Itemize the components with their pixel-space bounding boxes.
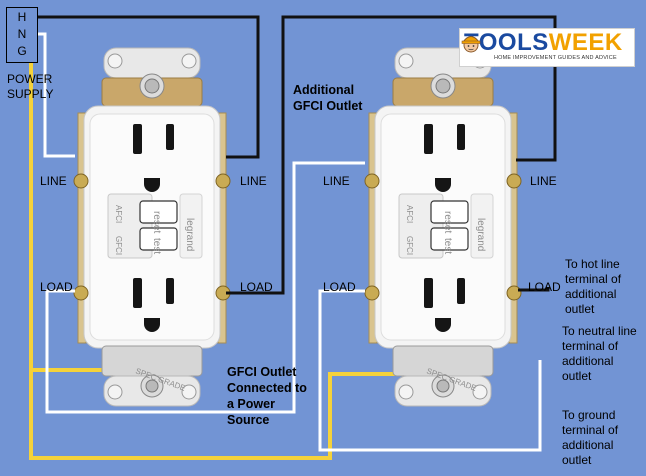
line-label-right-outlet2: LINE	[530, 174, 557, 188]
load-label-right-outlet1: LOAD	[240, 280, 273, 294]
logo-week: WEEK	[548, 29, 623, 56]
hot-terminal-label: H	[17, 10, 27, 24]
neutral-wire-annotation: To neutral line terminal of additional o…	[562, 324, 637, 383]
hot-wire-annotation: To hot line terminal of additional outle…	[565, 257, 622, 316]
ground-wires	[29, 45, 405, 460]
test-label-right: test	[442, 238, 453, 254]
neutral-terminal-label: N	[17, 27, 27, 41]
line-label-left-outlet2: LINE	[323, 174, 350, 188]
power-supply-label: POWER SUPPLY	[7, 72, 54, 101]
hardhat-mascot-icon	[461, 36, 481, 53]
ground-terminal-label: G	[17, 44, 27, 58]
primary-outlet-caption: GFCI Outlet Connected to a Power Source	[227, 365, 307, 427]
gfci-label-right: GFCI	[405, 236, 414, 255]
additional-outlet-caption: Additional GFCI Outlet	[293, 83, 363, 113]
logo-wordmark: TOOLSWEEK	[464, 30, 623, 56]
afci-label-right: AFCI	[405, 205, 414, 223]
hot-wires	[36, 15, 557, 295]
neutral-wires	[36, 32, 542, 452]
toolsweek-logo: TOOLSWEEK HOME IMPROVEMENT GUIDES AND AD…	[459, 28, 635, 67]
test-label-left: test	[151, 238, 162, 254]
line-label-right-outlet1: LINE	[240, 174, 267, 188]
ground-wire-annotation: To ground terminal of additional outlet	[562, 408, 619, 467]
power-supply-terminal-box: H N G	[6, 7, 38, 63]
load-label-left-outlet2: LOAD	[323, 280, 356, 294]
legrand-label-left: legrand	[184, 218, 195, 251]
reset-label-right: reset	[442, 211, 453, 233]
line-label-left-outlet1: LINE	[40, 174, 67, 188]
load-label-left-outlet1: LOAD	[40, 280, 73, 294]
legrand-label-right: legrand	[475, 218, 486, 251]
logo-tagline: HOME IMPROVEMENT GUIDES AND ADVICE	[494, 55, 617, 61]
load-label-right-outlet2: LOAD	[528, 280, 561, 294]
gfci-label-left: GFCI	[114, 236, 123, 255]
reset-label-left: reset	[151, 211, 162, 233]
afci-label-left: AFCI	[114, 205, 123, 223]
